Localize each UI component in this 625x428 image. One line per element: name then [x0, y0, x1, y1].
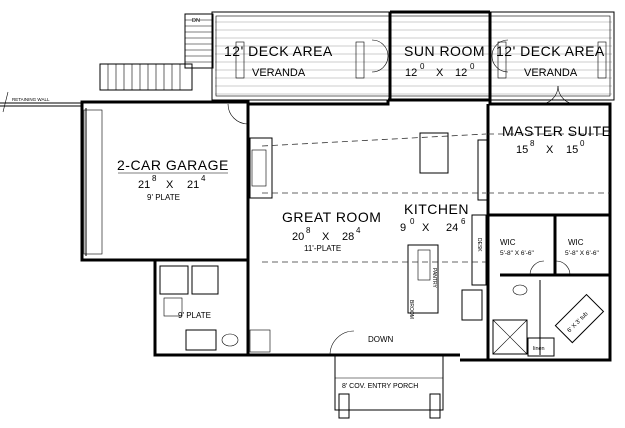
laundry-plate-label: 9' PLATE — [178, 311, 211, 320]
sun-room-dims: 12 0 X 12 0 — [405, 62, 475, 79]
garage-dims: 21 8 X 21 4 — [138, 174, 206, 191]
master-suite-title: MASTER SUITE — [502, 123, 611, 139]
svg-text:6: 6 — [461, 217, 466, 226]
svg-text:4: 4 — [356, 226, 361, 235]
garage-title: 2-CAR GARAGE — [117, 157, 229, 173]
garage-plate: 9' PLATE — [147, 193, 180, 202]
master-suite-dims: 15 8 X 15 0 — [516, 139, 585, 156]
room-labels: 12' DECK AREA VERANDA SUN ROOM 12 0 X 12… — [117, 43, 611, 257]
sun-room-walls — [371, 10, 509, 100]
deck-boards — [215, 21, 612, 95]
down-label: DOWN — [368, 335, 394, 344]
svg-text:X: X — [436, 67, 444, 79]
svg-text:12: 12 — [455, 67, 467, 79]
retaining-wall: RETAINING WALL — [0, 91, 82, 113]
laundry-fixtures: 9' PLATE — [159, 265, 271, 353]
deck-right-sub: VERANDA — [524, 67, 578, 79]
wic-right-dims: 5'-8" X 6'-6" — [565, 250, 600, 257]
svg-text:24: 24 — [446, 222, 458, 234]
tub-label: 6' X 3' tub — [567, 311, 590, 334]
deck-stairs: DN — [99, 13, 214, 91]
ceiling-beams — [261, 133, 610, 263]
entry-porch: 8' COV. ENTRY PORCH DOWN — [334, 335, 444, 419]
stair-dn-label: DN — [192, 18, 200, 24]
svg-text:15: 15 — [516, 144, 528, 156]
broom-label: BROOM — [408, 300, 414, 319]
kitchen-dims: 9 0 X 24 6 — [400, 217, 466, 234]
svg-text:X: X — [422, 222, 430, 234]
linen-label: linen — [533, 346, 545, 352]
kitchen-title: KITCHEN — [404, 201, 469, 217]
svg-text:0: 0 — [580, 139, 585, 148]
entry-porch-label: 8' COV. ENTRY PORCH — [342, 383, 418, 390]
wic-left-dims: 5'-8" X 6'-6" — [500, 250, 535, 257]
deck-left-title: 12' DECK AREA — [224, 43, 333, 59]
svg-text:8: 8 — [152, 174, 157, 183]
svg-text:15: 15 — [566, 144, 578, 156]
deck-left-sub: VERANDA — [252, 67, 306, 79]
wic-right-label: WIC — [568, 238, 584, 247]
desk-label: DESK — [476, 238, 482, 252]
retaining-wall-label: RETAINING WALL — [12, 97, 50, 102]
svg-text:0: 0 — [420, 62, 425, 71]
svg-text:21: 21 — [187, 179, 199, 191]
svg-text:X: X — [322, 231, 330, 243]
svg-text:X: X — [166, 179, 174, 191]
svg-text:12: 12 — [405, 67, 417, 79]
svg-text:0: 0 — [470, 62, 475, 71]
master-bath-fixtures: 6' X 3' tub linen — [492, 284, 605, 357]
svg-text:20: 20 — [292, 231, 304, 243]
great-room-title: GREAT ROOM — [282, 209, 381, 225]
deck-right-title: 12' DECK AREA — [496, 43, 605, 59]
svg-text:9: 9 — [400, 222, 406, 234]
wic-left-label: WIC — [500, 238, 516, 247]
great-room-dims: 20 8 X 28 4 — [292, 226, 361, 243]
svg-text:0: 0 — [410, 217, 415, 226]
great-room-plate: 11'-PLATE — [304, 244, 341, 253]
svg-text:28: 28 — [342, 231, 354, 243]
svg-text:X: X — [546, 144, 554, 156]
svg-text:21: 21 — [138, 179, 150, 191]
cabinet-labels: PANTRY DESK BROOM — [408, 238, 482, 319]
svg-text:4: 4 — [201, 174, 206, 183]
sun-room-title: SUN ROOM — [404, 43, 485, 59]
svg-text:8: 8 — [306, 226, 311, 235]
svg-text:8: 8 — [530, 139, 535, 148]
pantry-label: PANTRY — [431, 268, 437, 288]
